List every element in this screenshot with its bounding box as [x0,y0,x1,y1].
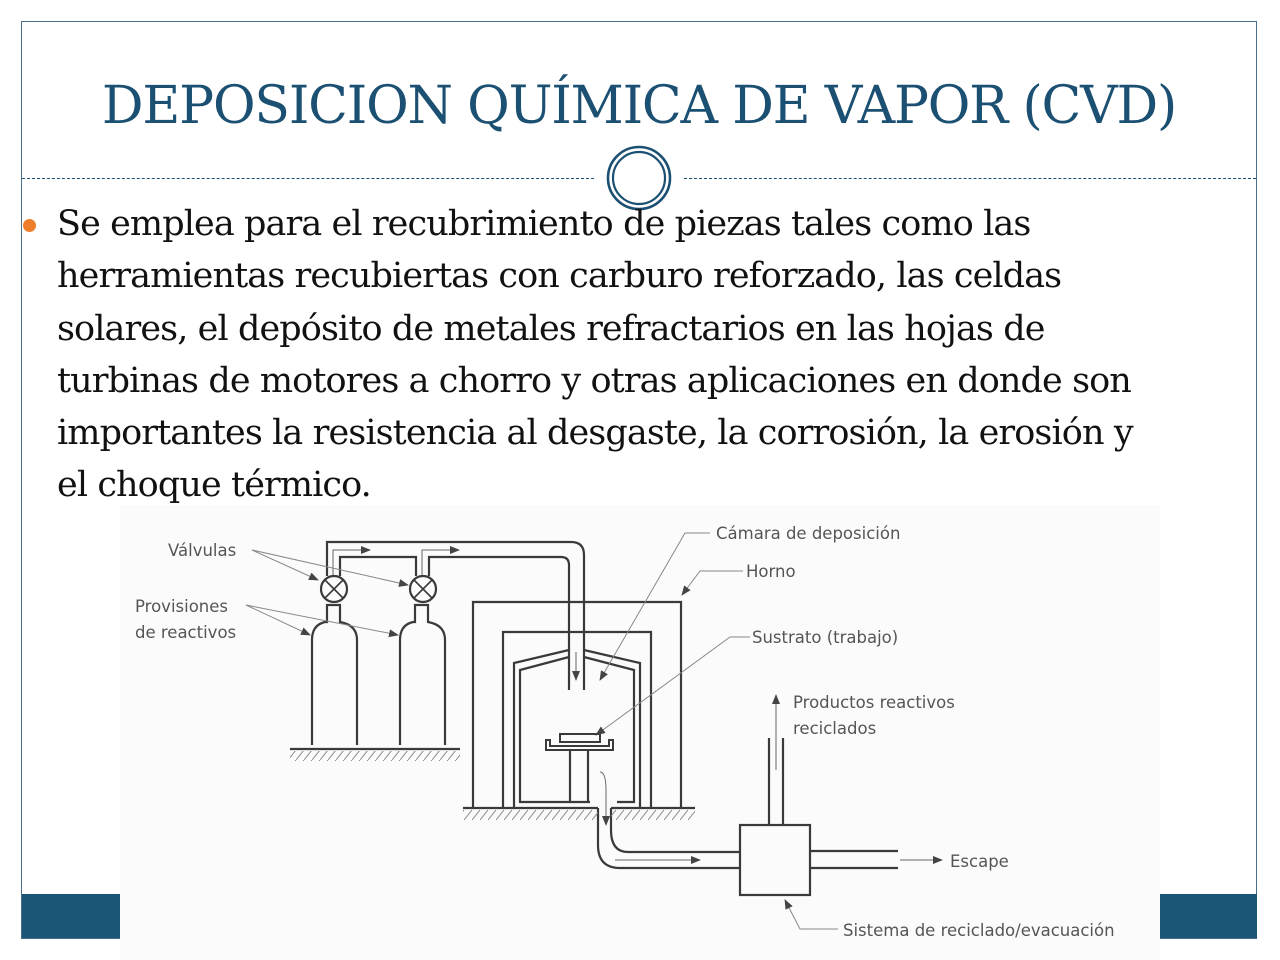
bullet-paragraph: Se emplea para el recubrimiento de pieza… [57,198,1257,512]
bullet-line: solares, el depósito de metales refracta… [57,308,1045,349]
label-reagent-supply: Provisiones [135,597,228,616]
label-recycled-products-2: reciclados [793,719,876,738]
bullet-line: importantes la resistencia al desgaste, … [57,413,1134,454]
double-ring-ornament-icon [606,145,672,211]
label-substrate: Sustrato (trabajo) [752,628,898,647]
slide-title: DEPOSICION QUÍMICA DE VAPOR (CVD) [101,76,1177,136]
label-reagent-supply-2: de reactivos [135,623,236,642]
title-divider-right [684,178,1256,179]
label-recycling-system: Sistema de reciclado/evacuación [843,921,1115,940]
cvd-apparatus-diagram: Válvulas Provisiones de reactivos Cámara… [120,505,1160,960]
footer-accent-bar-right [1159,894,1257,938]
label-furnace: Horno [746,562,796,581]
bullet-line: herramientas recubiertas con carburo ref… [57,256,1062,297]
bullet-line: el choque térmico. [57,465,372,506]
footer-accent-bar-left [22,894,122,938]
label-valves: Válvulas [168,541,236,560]
label-recycled-products: Productos reactivos [793,693,955,712]
bullet-line: turbinas de motores a chorro y otras apl… [57,360,1132,401]
label-deposition-chamber: Cámara de deposición [716,524,900,543]
bullet-dot-icon [23,219,36,232]
cvd-diagram-svg: Válvulas Provisiones de reactivos Cámara… [135,524,1115,940]
title-divider-left [22,178,594,179]
bullet-line: Se emplea para el recubrimiento de pieza… [57,204,1031,244]
label-exhaust: Escape [950,852,1009,871]
